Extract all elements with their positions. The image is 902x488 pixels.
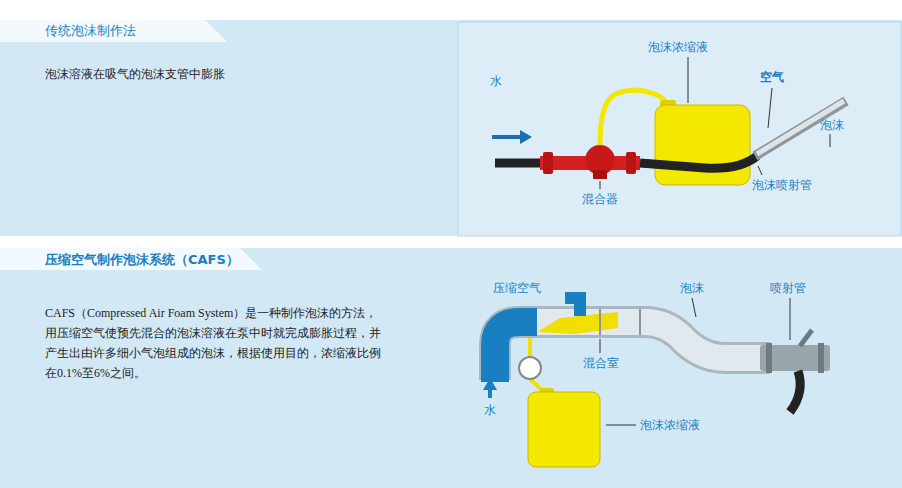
nozzle-ring [818, 343, 824, 373]
air-inlet [565, 298, 580, 316]
foam-nozzle [755, 101, 846, 156]
section-body: 泡沫溶液在吸气的泡沫支管中膨胀 [0, 64, 445, 84]
foam-hose [640, 156, 757, 168]
part-label: 混合室 [583, 356, 619, 370]
nozzle-ring [766, 343, 772, 373]
chamber-wall [639, 309, 641, 335]
part-label: 喷射管 [770, 281, 806, 295]
flow-arrow [492, 135, 522, 139]
leader-line [600, 181, 601, 189]
chamber-wall [599, 309, 601, 335]
leader-line [758, 166, 762, 175]
traditional-figure [492, 57, 846, 189]
arrow-head [483, 378, 497, 390]
jerrycan [655, 105, 750, 185]
water-hose [495, 159, 546, 168]
arrow-head [520, 130, 532, 144]
part-label: 泡沫浓缩液 [640, 418, 700, 432]
valve [519, 357, 541, 379]
mixer-flange [543, 152, 553, 174]
part-label: 泡沫 [820, 118, 844, 132]
leader-line [768, 88, 772, 128]
hose [790, 371, 800, 412]
jerrycan [528, 392, 600, 467]
section-heading: 压缩空气制作泡沫系统（CAFS） [0, 251, 420, 269]
part-label: 空气 [760, 70, 784, 84]
cafs-figure [483, 298, 830, 467]
part-label: 泡沫 [680, 281, 704, 295]
concentrate-tube [528, 338, 532, 357]
leader-line [830, 134, 831, 147]
section-ground [0, 20, 902, 236]
mixer-flange [626, 152, 636, 174]
part-label: 泡沫浓缩液 [648, 40, 708, 54]
text-section: 压缩空气制作泡沫系统（CAFS） CAFS（Compressed Air Foam… [0, 251, 420, 387]
leader-line [692, 298, 696, 317]
leader-line [688, 57, 689, 103]
section-heading: 传统泡沫制作法 [0, 22, 450, 40]
part-label: 泡沫喷射管 [752, 178, 812, 192]
leader-line [790, 298, 791, 340]
part-label: 水 [490, 74, 502, 88]
text-section: 传统泡沫制作法泡沫溶液在吸气的泡沫支管中膨胀 [0, 22, 450, 88]
leader-line [606, 425, 636, 426]
section-body: CAFS（Compressed Air Foam System）是一种制作泡沫的… [0, 303, 385, 383]
part-label: 水 [484, 403, 496, 417]
part-label: 混合器 [582, 192, 618, 206]
nozzle-lever [800, 330, 812, 346]
leader-line [600, 339, 601, 353]
section-ground [0, 248, 902, 488]
mixer-valve [593, 170, 607, 179]
part-label: 压缩空气 [493, 281, 541, 295]
illustration-panel [458, 22, 901, 236]
